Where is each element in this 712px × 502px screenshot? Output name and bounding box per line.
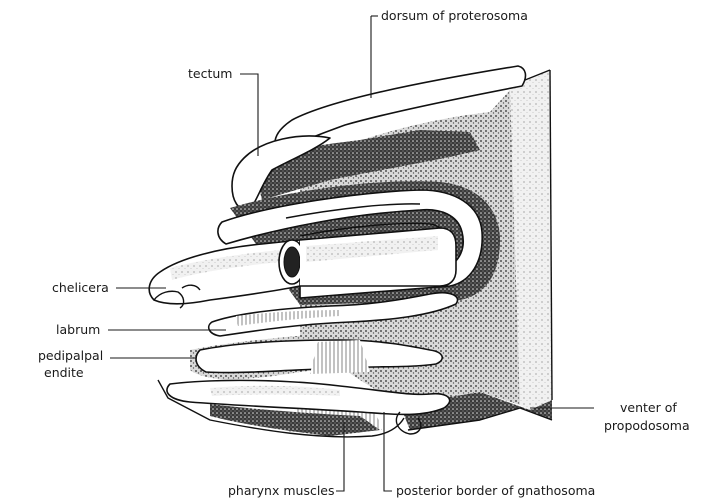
label-tectum: tectum: [188, 66, 232, 81]
label-pedipalpal-line2: endite: [44, 365, 84, 380]
label-pharynx: pharynx muscles: [228, 483, 335, 498]
label-labrum: labrum: [56, 322, 100, 337]
label-pedipalpal-line1: pedipalpal: [38, 348, 103, 363]
leader-tectum: [240, 74, 258, 156]
label-posterior: posterior border of gnathosoma: [396, 483, 595, 498]
leader-posterior: [384, 412, 392, 491]
label-dorsum: dorsum of proterosoma: [381, 8, 528, 23]
label-venter-line1: venter of: [620, 400, 677, 415]
label-venter-line2: propodosoma: [604, 418, 690, 433]
label-chelicera: chelicera: [52, 280, 109, 295]
